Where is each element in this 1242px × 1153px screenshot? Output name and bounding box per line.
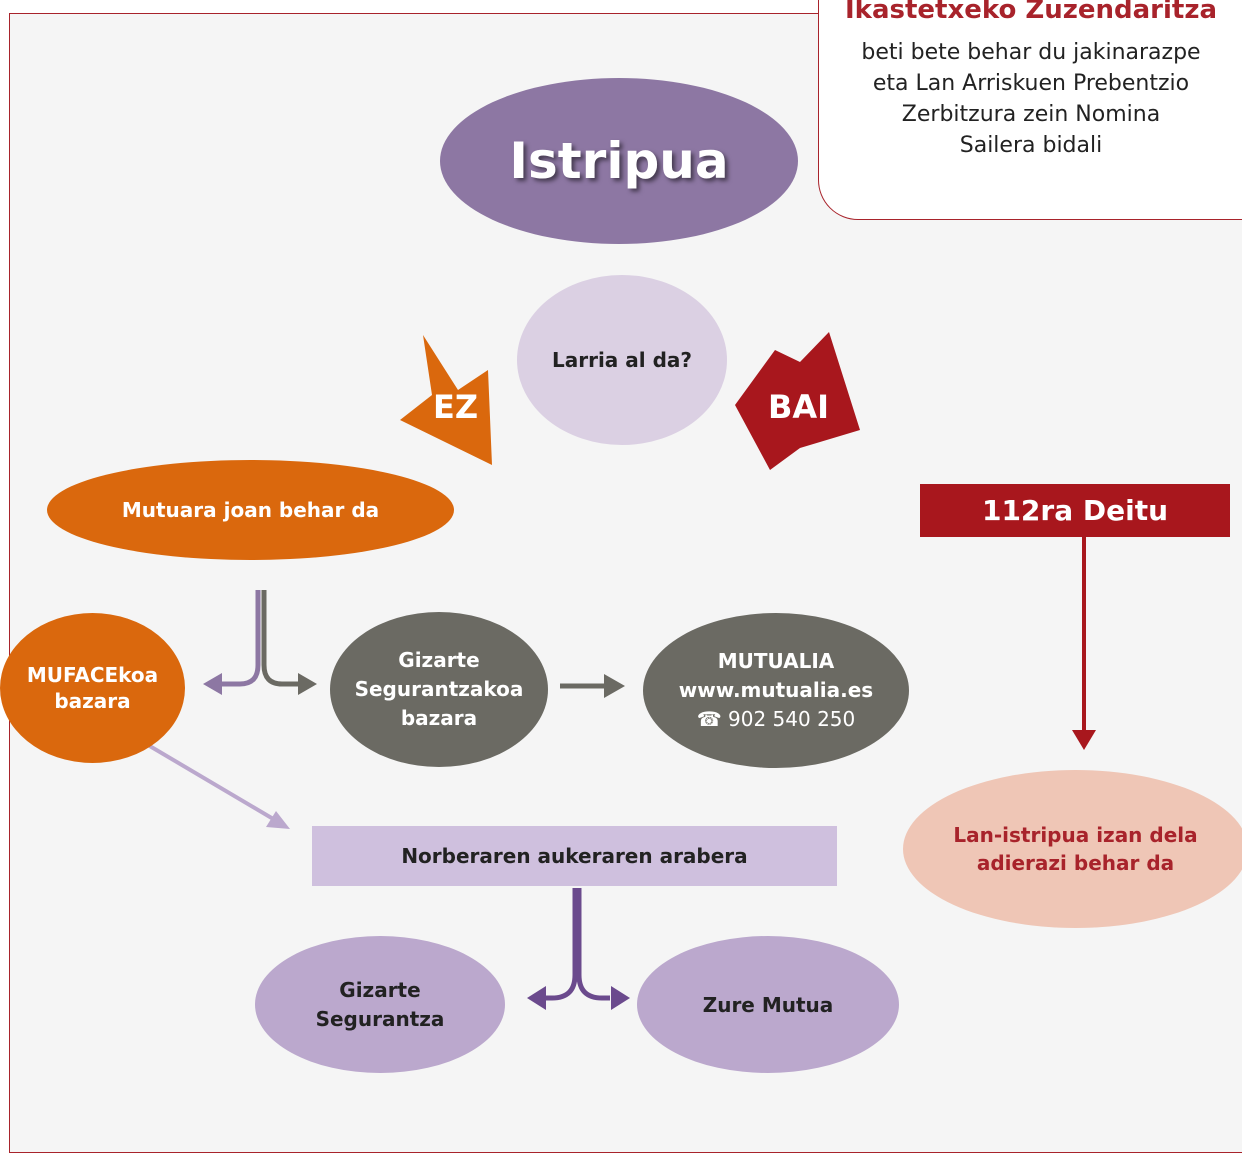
phone-icon: ☎ [696,707,722,731]
node-mutuara: Mutuara joan behar da [47,460,454,560]
node-gizarte-segurantza: Gizarte Segurantza [255,936,505,1073]
bai-label: BAI [768,388,830,426]
arrowhead-to-mutualia [604,674,625,698]
node-gizarte-segurantzakoa-line: bazara [400,706,478,730]
note-line: Zerbitzura zein Nomina [901,102,1161,127]
node-norbera-label: Norberaren aukeraren arabera [401,844,748,868]
note-line: eta Lan Arriskuen Prebentzio [872,71,1190,96]
node-lan-istripua: Lan-istripua izan dela adierazi behar da [903,770,1242,928]
node-mutuara-label: Mutuara joan behar da [121,498,380,522]
arrowhead-to-lan [1072,730,1096,750]
node-zure-mutua-label: Zure Mutua [702,992,834,1017]
node-norbera: Norberaren aukeraren arabera [312,826,837,886]
arrowhead-to-gizarte-segurantza [527,986,546,1010]
note-box: Ikastetxeko Zuzendaritza beti bete behar… [818,0,1242,220]
node-gizarte-segurantzakoa: Gizarte Segurantzakoa bazara [330,612,548,767]
node-deitu: 112ra Deitu [920,484,1230,537]
arrow-mufaceko-norbera [146,743,277,822]
ez-arrow [400,335,492,465]
ez-label: EZ [433,388,479,426]
node-gizarte-segurantzakoa-line: Segurantzakoa [354,677,524,701]
node-mufaceko: MUFACEkoa bazara [0,613,185,763]
node-gizarte-segurantza-line: Segurantza [315,1006,445,1031]
arrowhead-to-norbera [266,811,290,829]
arrowhead-to-gizarte [298,673,317,695]
mutualia-web: www.mutualia.es [678,678,874,702]
arrowhead-to-mufaceko [203,673,222,695]
node-deitu-label: 112ra Deitu [981,494,1169,527]
note-body: beti bete behar du jakinarazpe eta Lan A… [819,37,1242,161]
bai-arrow [735,332,860,470]
node-mufaceko-line: MUFACEkoa [26,663,159,687]
note-line: Sailera bidali [959,133,1103,158]
node-lan-istripua-line: adierazi behar da [976,851,1175,875]
note-title: Ikastetxeko Zuzendaritza [844,0,1218,25]
arrowhead-to-zure-mutua [611,986,630,1010]
node-gizarte-segurantza-line: Gizarte [339,977,421,1002]
node-zure-mutua: Zure Mutua [637,936,899,1073]
fork-norbera [545,888,610,1001]
note-line: beti bete behar du jakinarazpe [861,40,1201,65]
node-istripua: Istripua [440,78,798,244]
node-mutualia: MUTUALIA www.mutualia.es ☎ 902 540 250 [643,613,909,768]
mutualia-phone: 902 540 250 [728,707,856,731]
node-gizarte-segurantzakoa-line: Gizarte [398,648,480,672]
node-lan-istripua-line: Lan-istripua izan dela [953,823,1198,847]
fork-mutuara [222,590,298,687]
node-larria-label: Larria al da? [551,348,692,372]
node-istripua-label: Istripua [509,132,729,190]
mutualia-name: MUTUALIA [717,649,835,673]
node-larria: Larria al da? [517,275,727,445]
node-mufaceko-line: bazara [54,689,131,713]
